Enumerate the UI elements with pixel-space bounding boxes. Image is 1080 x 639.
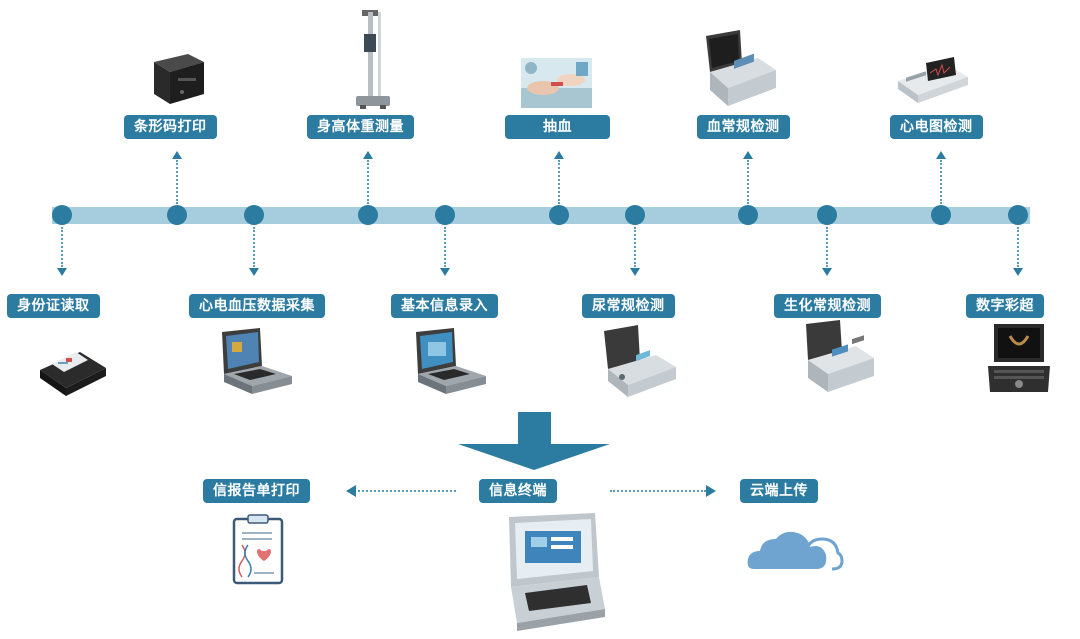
arrow-up-icon — [554, 151, 564, 159]
connector-line — [444, 227, 446, 267]
label-info-entry: 基本信息录入 — [391, 294, 498, 318]
report-clipboard-icon — [232, 514, 284, 585]
arrow-left-icon — [346, 485, 356, 497]
arrow-right-icon — [706, 485, 716, 497]
timeline-node — [244, 205, 264, 225]
label-info-terminal: 信息终端 — [479, 479, 557, 503]
arrow-down-icon — [630, 268, 640, 276]
label-blood-routine: 血常规检测 — [697, 115, 790, 139]
ultrasound-icon — [988, 324, 1050, 392]
timeline-node — [931, 205, 951, 225]
connector-line — [747, 160, 749, 204]
arrow-up-icon — [172, 151, 182, 159]
blood-analyzer-icon — [706, 30, 776, 106]
timeline-node — [435, 205, 455, 225]
timeline-node — [1008, 205, 1028, 225]
timeline-bar — [52, 207, 1030, 224]
timeline-node — [817, 205, 837, 225]
info-terminal-icon — [509, 513, 605, 631]
barcode-printer-icon — [154, 54, 204, 104]
label-urine: 尿常规检测 — [582, 294, 675, 318]
connector-line — [826, 227, 828, 267]
connector-line — [1017, 227, 1019, 267]
connector-line — [367, 160, 369, 204]
connector-line — [940, 160, 942, 204]
arrow-up-icon — [363, 151, 373, 159]
connector-line — [634, 227, 636, 267]
timeline-node — [358, 205, 378, 225]
urine-analyzer-icon — [604, 325, 676, 397]
connector-line — [253, 227, 255, 267]
id-card-reader-icon — [40, 352, 106, 396]
arrow-down-icon — [440, 268, 450, 276]
blood-draw-photo-icon — [521, 58, 592, 108]
info-entry-laptop-icon — [416, 328, 486, 394]
timeline-node — [52, 205, 72, 225]
connector-line — [358, 490, 456, 492]
label-report-print: 信报告单打印 — [203, 479, 310, 503]
label-ecg-bp: 心电血压数据采集 — [189, 294, 325, 318]
arrow-down-icon — [1013, 268, 1023, 276]
label-barcode-print: 条形码打印 — [124, 115, 217, 139]
cloud-icon — [747, 531, 844, 571]
connector-line — [61, 227, 63, 267]
connector-line — [610, 490, 706, 492]
ecg-machine-icon — [898, 57, 968, 103]
timeline-node — [738, 205, 758, 225]
label-height-weight: 身高体重测量 — [307, 115, 414, 139]
timeline-node — [167, 205, 187, 225]
label-ecg: 心电图检测 — [890, 115, 983, 139]
connector-line — [176, 160, 178, 204]
label-blood-draw: 抽血 — [505, 115, 610, 139]
timeline-node — [549, 205, 569, 225]
label-biochem: 生化常规检测 — [774, 294, 881, 318]
connector-line — [558, 160, 560, 204]
arrow-down-icon — [249, 268, 259, 276]
arrow-down-icon — [822, 268, 832, 276]
arrow-up-icon — [743, 151, 753, 159]
label-id-card: 身份证读取 — [7, 294, 100, 318]
timeline-node — [625, 205, 645, 225]
arrow-down-icon — [57, 268, 67, 276]
label-ultrasound: 数字彩超 — [966, 294, 1044, 318]
ecg-bp-laptop-icon — [222, 328, 292, 394]
arrow-up-icon — [936, 151, 946, 159]
height-weight-scale-icon — [356, 10, 390, 109]
biochem-analyzer-icon — [806, 320, 874, 392]
label-cloud-upload: 云端上传 — [740, 479, 818, 503]
